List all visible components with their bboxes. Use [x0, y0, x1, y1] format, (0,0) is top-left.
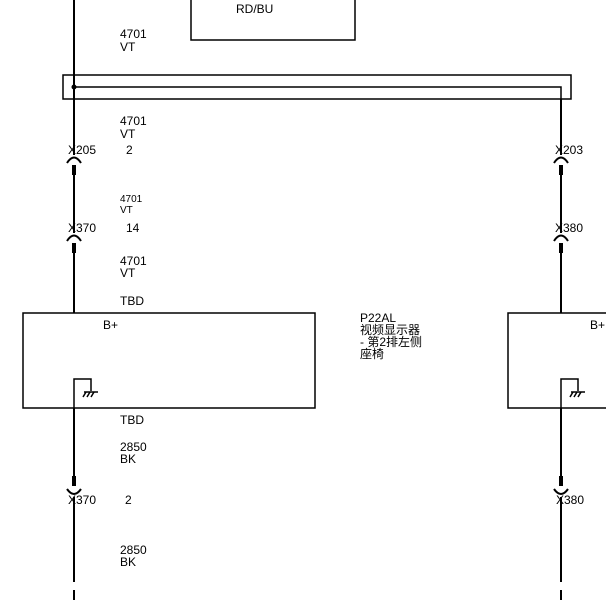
wire-ground1-color: BK	[120, 452, 136, 466]
top-component: RD/BU	[190, 0, 356, 41]
module-p22al: B+	[22, 312, 316, 409]
wire-top-color: VT	[120, 40, 136, 54]
connector-x380-top: X380	[553, 221, 583, 253]
wire-mid1-color: VT	[120, 127, 136, 141]
wire-mid1-circuit: 4701	[120, 114, 147, 128]
wire-top-circuit: 4701	[120, 27, 147, 41]
wire-ground2-circuit: 2850	[120, 543, 147, 557]
module-main-ground-icon	[73, 378, 98, 408]
connector-x205: X205 2	[66, 143, 133, 175]
connector-x205-name: X205	[68, 143, 96, 157]
wire-mid2-color: VT	[120, 205, 133, 216]
splice-dot	[71, 84, 77, 90]
connector-x380-top-name: X380	[555, 221, 583, 235]
module-main-desc-3: 座椅	[360, 346, 384, 361]
connector-x205-pin: 2	[126, 143, 133, 157]
wire-ground2-color: BK	[120, 555, 136, 569]
top-component-label: RD/BU	[236, 2, 273, 16]
pin-tbd-bottom: TBD	[120, 413, 144, 427]
pin-tbd-top: TBD	[120, 294, 144, 308]
wire-mid3-color: VT	[120, 266, 136, 280]
module-right-ground-icon	[560, 378, 585, 408]
module-right-bplus: B+	[590, 318, 605, 332]
module-main-bplus: B+	[103, 318, 118, 332]
connector-x370-top-pin: 14	[126, 221, 140, 235]
wire-mid2-circuit: 4701	[120, 194, 143, 205]
module-main-desc-2: - 第2排左侧	[360, 334, 422, 349]
module-main-desc-1: 视频显示器	[360, 322, 420, 337]
shield-box	[62, 74, 572, 100]
connector-x203-name: X203	[555, 143, 583, 157]
connector-x380-bottom-name: X380	[556, 493, 584, 507]
connector-x370-bottom: X370 2	[66, 476, 132, 507]
wire-ground1-circuit: 2850	[120, 440, 147, 454]
module-right: B+	[507, 312, 606, 409]
wire-mid3-circuit: 4701	[120, 254, 147, 268]
connector-x370-bottom-pin: 2	[125, 493, 132, 507]
connector-x370-bottom-name: X370	[68, 493, 96, 507]
module-main-id: P22AL	[360, 311, 396, 325]
connector-x203: X203	[553, 143, 583, 175]
connector-x380-bottom: X380	[553, 476, 584, 507]
connector-x370-top-name: X370	[68, 221, 96, 235]
connector-x370-top: X370 14	[66, 221, 140, 253]
